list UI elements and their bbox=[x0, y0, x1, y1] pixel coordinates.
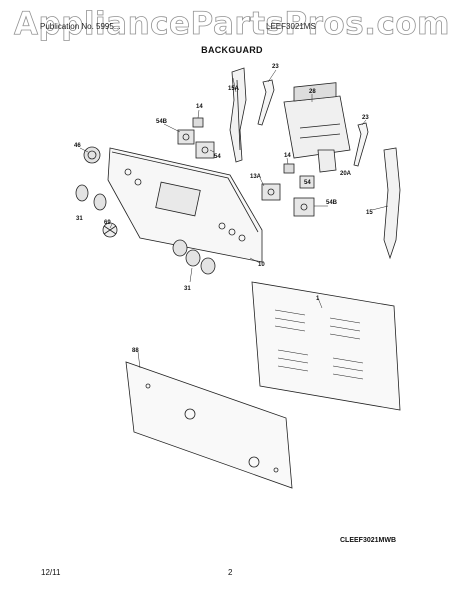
bracket-20a[interactable] bbox=[317, 149, 337, 173]
control-board-28[interactable] bbox=[283, 82, 351, 159]
callout-14-mid: 14 bbox=[284, 153, 291, 159]
callout-54b-top: 54B bbox=[156, 119, 168, 125]
switch-14-top[interactable] bbox=[192, 117, 204, 128]
knobs-31-left[interactable] bbox=[75, 184, 107, 211]
model-code: CLEEF3021MWB bbox=[340, 537, 397, 544]
callout-46: 46 bbox=[74, 143, 81, 149]
section-title: BACKGUARD bbox=[201, 45, 263, 55]
callout-54-mid: 54 bbox=[304, 180, 311, 186]
switch-54b-right[interactable] bbox=[293, 197, 315, 217]
callout-15a: 15A bbox=[228, 86, 240, 92]
callout-23-top: 23 bbox=[272, 64, 279, 70]
lower-back-panel-88[interactable] bbox=[125, 361, 293, 489]
callout-54-top: 54 bbox=[214, 154, 221, 160]
clip-23-top[interactable] bbox=[257, 79, 275, 126]
switch-54-mid[interactable] bbox=[299, 175, 315, 189]
switch-14-mid[interactable] bbox=[283, 163, 295, 174]
callout-20a: 20A bbox=[340, 171, 352, 177]
page-number: 2 bbox=[228, 568, 233, 577]
end-bracket-left-15a[interactable] bbox=[229, 67, 247, 163]
back-cover-1[interactable] bbox=[251, 281, 401, 411]
infinite-switch-13a[interactable] bbox=[261, 183, 281, 201]
callout-54b-right: 54B bbox=[326, 200, 338, 206]
callout-13a: 13A bbox=[250, 174, 262, 180]
callout-31-bottom: 31 bbox=[184, 286, 191, 292]
callout-23-right: 23 bbox=[362, 115, 369, 121]
publication-header: Publication No. 5995... bbox=[40, 22, 121, 31]
watermark-logo: AppliancePartsPros.com bbox=[14, 6, 450, 43]
callout-1: 1 bbox=[316, 296, 320, 302]
control-panel-10[interactable] bbox=[107, 147, 263, 263]
callout-88: 88 bbox=[132, 348, 139, 354]
callout-69: 69 bbox=[104, 220, 111, 226]
callout-14-top: 14 bbox=[196, 104, 203, 110]
knob-46[interactable] bbox=[83, 146, 101, 164]
callout-28: 28 bbox=[309, 89, 316, 95]
screw-69[interactable] bbox=[102, 222, 118, 238]
switch-54-top[interactable] bbox=[195, 141, 215, 159]
model-header: LEEF3021MS bbox=[266, 22, 316, 31]
end-bracket-right-15[interactable] bbox=[383, 147, 401, 260]
callout-31-left: 31 bbox=[76, 216, 83, 222]
switch-54b-top[interactable] bbox=[177, 129, 195, 145]
knobs-31-bottom[interactable] bbox=[172, 239, 216, 275]
footer-date: 12/11 bbox=[41, 568, 61, 577]
callout-10: 10 bbox=[258, 262, 265, 268]
callout-15: 15 bbox=[366, 210, 373, 216]
clip-23-right[interactable] bbox=[353, 122, 369, 167]
